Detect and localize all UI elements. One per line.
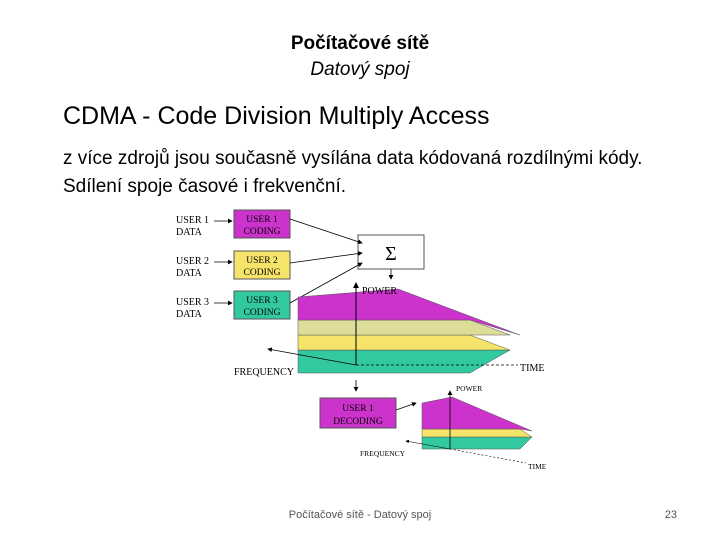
decoding-box [319, 397, 397, 429]
input-2: USER 2 DATA USER 2 CODING [176, 250, 291, 280]
slide-footer: Počítačové sítě - Datový spoj [288, 509, 432, 521]
coding-box-2-line1: USER 2 [246, 256, 278, 266]
input-3-label-line1: USER 3 [176, 297, 209, 308]
power-label-upper: POWER [362, 286, 397, 297]
cdma-diagram: USER 1 DATA USER 1 CODING USER 2 DATA US… [176, 209, 547, 471]
arrow-coding-3-sum [289, 262, 363, 304]
coding-box-2-line2: CODING [244, 268, 281, 278]
coding-box-1-line1: USER 1 [246, 215, 278, 225]
input-2-label-line1: USER 2 [176, 256, 209, 267]
section-heading: CDMA - Code Division Multiply Access [63, 102, 490, 130]
slide-title: Počítačové sítě [290, 33, 430, 54]
arrow-coding-2-sum [289, 251, 363, 264]
input-2-label-line2: DATA [176, 268, 203, 279]
time-axis-lower [449, 448, 527, 464]
slide-subtitle: Datový spoj [310, 59, 410, 80]
frequency-axis-upper [267, 347, 357, 366]
sum-symbol: Σ [385, 243, 397, 265]
decoding-box-line2: DECODING [333, 417, 383, 427]
power-label-lower: POWER [456, 384, 482, 393]
input-3-label-line2: DATA [176, 309, 203, 320]
page-number: 23 [664, 509, 677, 521]
arrow-coding-1-sum [289, 218, 363, 245]
coding-box-2 [233, 250, 291, 280]
stacked-spectrum-lower [421, 396, 533, 450]
decoding-box-line1: USER 1 [342, 404, 374, 414]
body-text: z více zdrojů jsou současně vysílána dat… [63, 148, 643, 197]
stacked-spectrum-upper [297, 288, 521, 374]
coding-box-3-line2: CODING [244, 308, 281, 318]
coding-box-3 [233, 290, 291, 320]
coding-box-3-line1: USER 3 [246, 296, 278, 306]
time-label-upper: TIME [520, 363, 544, 374]
frequency-label-lower: FREQUENCY [360, 449, 406, 458]
arrow-decoder-out [395, 402, 417, 411]
coding-box-1 [233, 209, 291, 239]
time-label-lower: TIME [528, 462, 547, 471]
input-1-label-line2: DATA [176, 227, 203, 238]
input-1-label-line1: USER 1 [176, 215, 209, 226]
frequency-axis-lower [405, 439, 451, 450]
input-3: USER 3 DATA USER 3 CODING [176, 290, 291, 320]
input-1: USER 1 DATA USER 1 CODING [176, 209, 291, 239]
coding-box-1-line2: CODING [244, 227, 281, 237]
frequency-label-upper: FREQUENCY [234, 367, 294, 378]
